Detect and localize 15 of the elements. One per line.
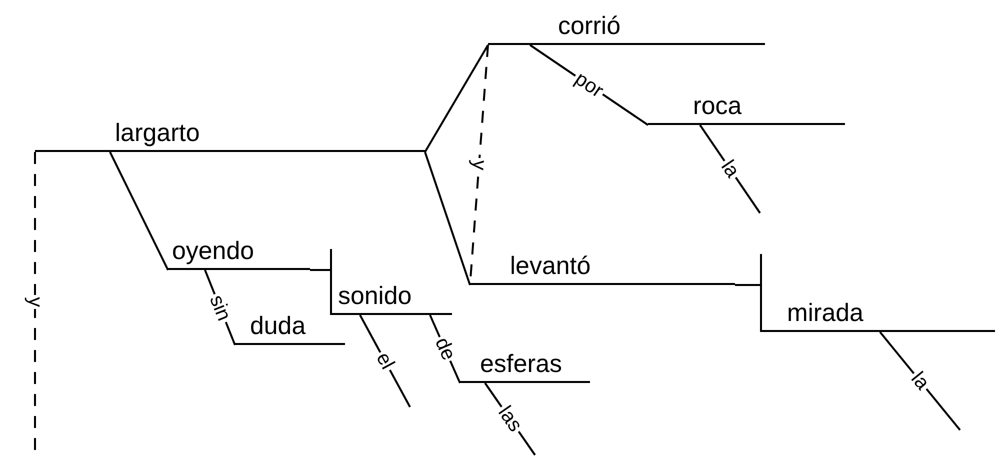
word-on-line: sonido [330,249,452,315]
dashed-connector-line [34,152,36,452]
connector-line [735,284,760,286]
word-on-line: roca [648,87,845,125]
word-on-line: levantó [470,247,735,285]
connector-line [109,152,169,270]
word-on-line: duda [235,307,345,345]
word-on-line: oyendo [168,230,310,270]
word-on-line: esferas [460,345,590,383]
word-on-line: corrió [488,7,765,45]
word-on-line: mirada [760,254,995,332]
connector-line [310,269,330,271]
word-on-line: largarto [35,110,425,152]
connector-line [424,152,471,286]
connector-line [424,44,489,152]
